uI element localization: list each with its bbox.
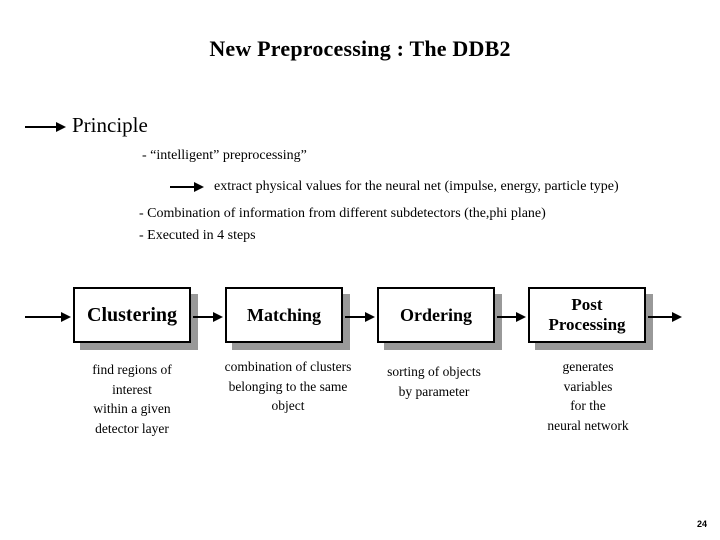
step-description-matching: combination of clusters belonging to the… bbox=[224, 359, 352, 413]
flow-box-title: Post Processing bbox=[548, 295, 626, 334]
extract-arrow-icon bbox=[170, 182, 204, 192]
flow-box-title: Ordering bbox=[400, 304, 472, 325]
flow-arrow-clustering-matching-icon bbox=[193, 312, 223, 322]
flow-arrow-in-icon bbox=[25, 312, 71, 322]
flow-box-title: Matching bbox=[247, 304, 321, 325]
principle-arrow-icon bbox=[25, 122, 66, 132]
flow-box-post-processing: Post Processing bbox=[528, 287, 646, 343]
slide-title: New Preprocessing : The DDB2 bbox=[209, 36, 511, 61]
step-description-post-processing: generates variables for the neural netwo… bbox=[547, 359, 629, 433]
step-description-ordering: sorting of objects by parameter bbox=[387, 364, 481, 399]
page-number: 24 bbox=[696, 519, 707, 529]
bullet-intelligent-preprocessing: - “intelligent” preprocessing” bbox=[142, 148, 307, 163]
extract-note: extract physical values for the neural n… bbox=[214, 179, 619, 194]
bullet-executed-steps: - Executed in 4 steps bbox=[139, 228, 256, 243]
flow-box-clustering: Clustering bbox=[73, 287, 191, 343]
flow-arrow-matching-ordering-icon bbox=[345, 312, 375, 322]
flow-box-title: Clustering bbox=[87, 303, 177, 326]
flow-arrow-ordering-postprocessing-icon bbox=[497, 312, 526, 322]
flow-box-matching: Matching bbox=[225, 287, 343, 343]
bullet-combination: - Combination of information from differ… bbox=[139, 206, 546, 221]
principle-heading: Principle bbox=[72, 113, 148, 137]
flow-box-ordering: Ordering bbox=[377, 287, 495, 343]
step-description-clustering: find regions of interest within a given … bbox=[92, 362, 172, 436]
flow-arrow-out-icon bbox=[648, 312, 682, 322]
